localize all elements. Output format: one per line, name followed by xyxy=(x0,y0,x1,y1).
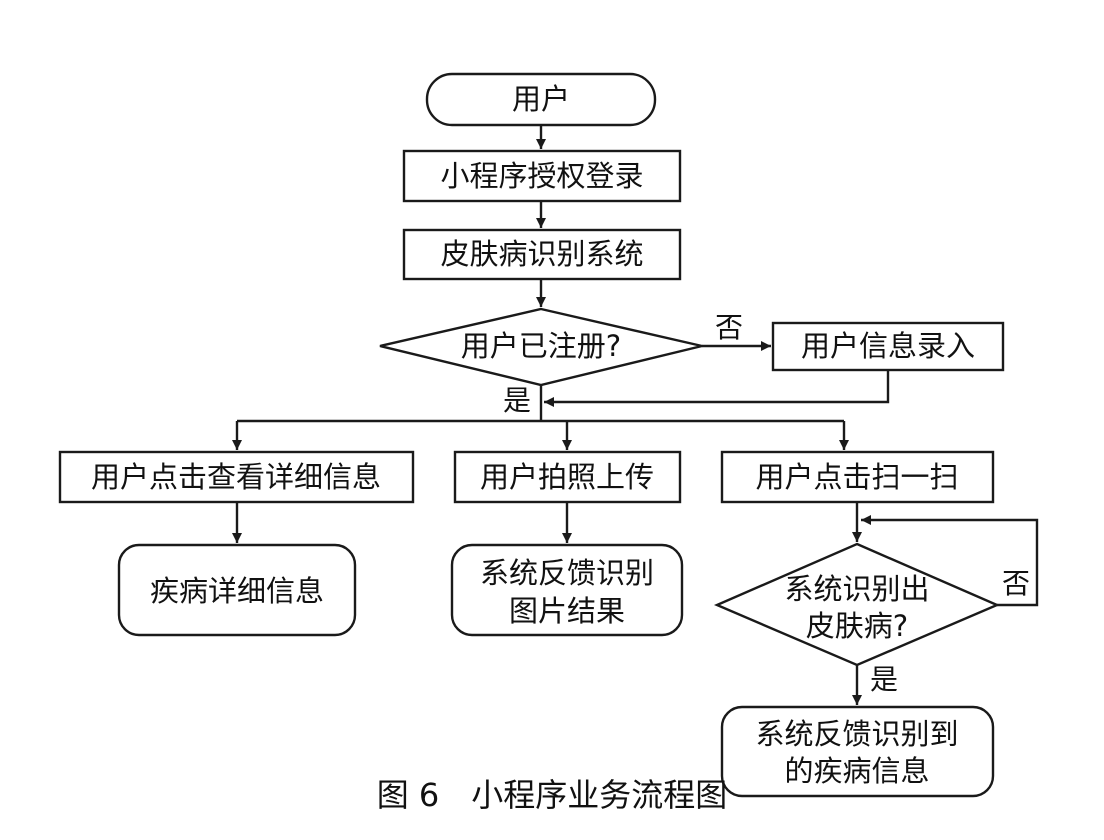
login-node: 小程序授权登录 xyxy=(402,149,682,203)
start-label: 用户 xyxy=(512,82,570,116)
feedback-disease-node: 系统反馈识别到 的疾病信息 xyxy=(720,705,995,798)
system-label: 皮肤病识别系统 xyxy=(440,237,643,271)
login-label: 小程序授权登录 xyxy=(440,159,643,193)
feedback-photo-node: 系统反馈识别 图片结果 xyxy=(450,543,684,637)
scan-label: 用户点击扫一扫 xyxy=(755,460,958,494)
figure-caption: 图 6 小程序业务流程图 xyxy=(376,776,728,814)
decision-registered-node: 用户已注册? xyxy=(379,307,703,387)
feedback-photo-label-line1: 系统反馈识别 xyxy=(480,556,654,590)
label-no-recognized: 否 xyxy=(1002,567,1030,600)
feedback-photo-label-line2: 图片结果 xyxy=(509,594,625,628)
scan-node: 用户点击扫一扫 xyxy=(720,450,995,504)
feedback-disease-label-line1: 系统反馈识别到 xyxy=(755,717,958,751)
register-label: 用户信息录入 xyxy=(801,329,975,363)
label-yes-registered: 是 xyxy=(503,384,531,417)
label-yes-recognized: 是 xyxy=(870,663,898,696)
connectors xyxy=(232,125,1039,705)
decision-recognized-label-line2: 皮肤病? xyxy=(806,609,908,643)
photo-upload-node: 用户拍照上传 xyxy=(453,450,682,504)
disease-details-node: 疾病详细信息 xyxy=(117,543,357,637)
decision-recognized-node: 系统识别出 皮肤病? xyxy=(713,542,1001,667)
view-details-label: 用户点击查看详细信息 xyxy=(91,460,381,494)
view-details-node: 用户点击查看详细信息 xyxy=(58,450,415,504)
arrow-recognize-retry-loop xyxy=(861,515,1039,607)
start-node: 用户 xyxy=(425,72,657,127)
label-no-registered: 否 xyxy=(715,311,743,344)
feedback-disease-label-line2: 的疾病信息 xyxy=(784,754,929,788)
disease-details-label: 疾病详细信息 xyxy=(150,574,324,608)
system-node: 皮肤病识别系统 xyxy=(402,228,682,281)
register-node: 用户信息录入 xyxy=(771,321,1005,372)
decision-recognized-label-line1: 系统识别出 xyxy=(784,572,929,606)
photo-upload-label: 用户拍照上传 xyxy=(480,460,654,494)
arrow-register-return xyxy=(544,370,890,407)
decision-registered-label: 用户已注册? xyxy=(461,329,621,363)
